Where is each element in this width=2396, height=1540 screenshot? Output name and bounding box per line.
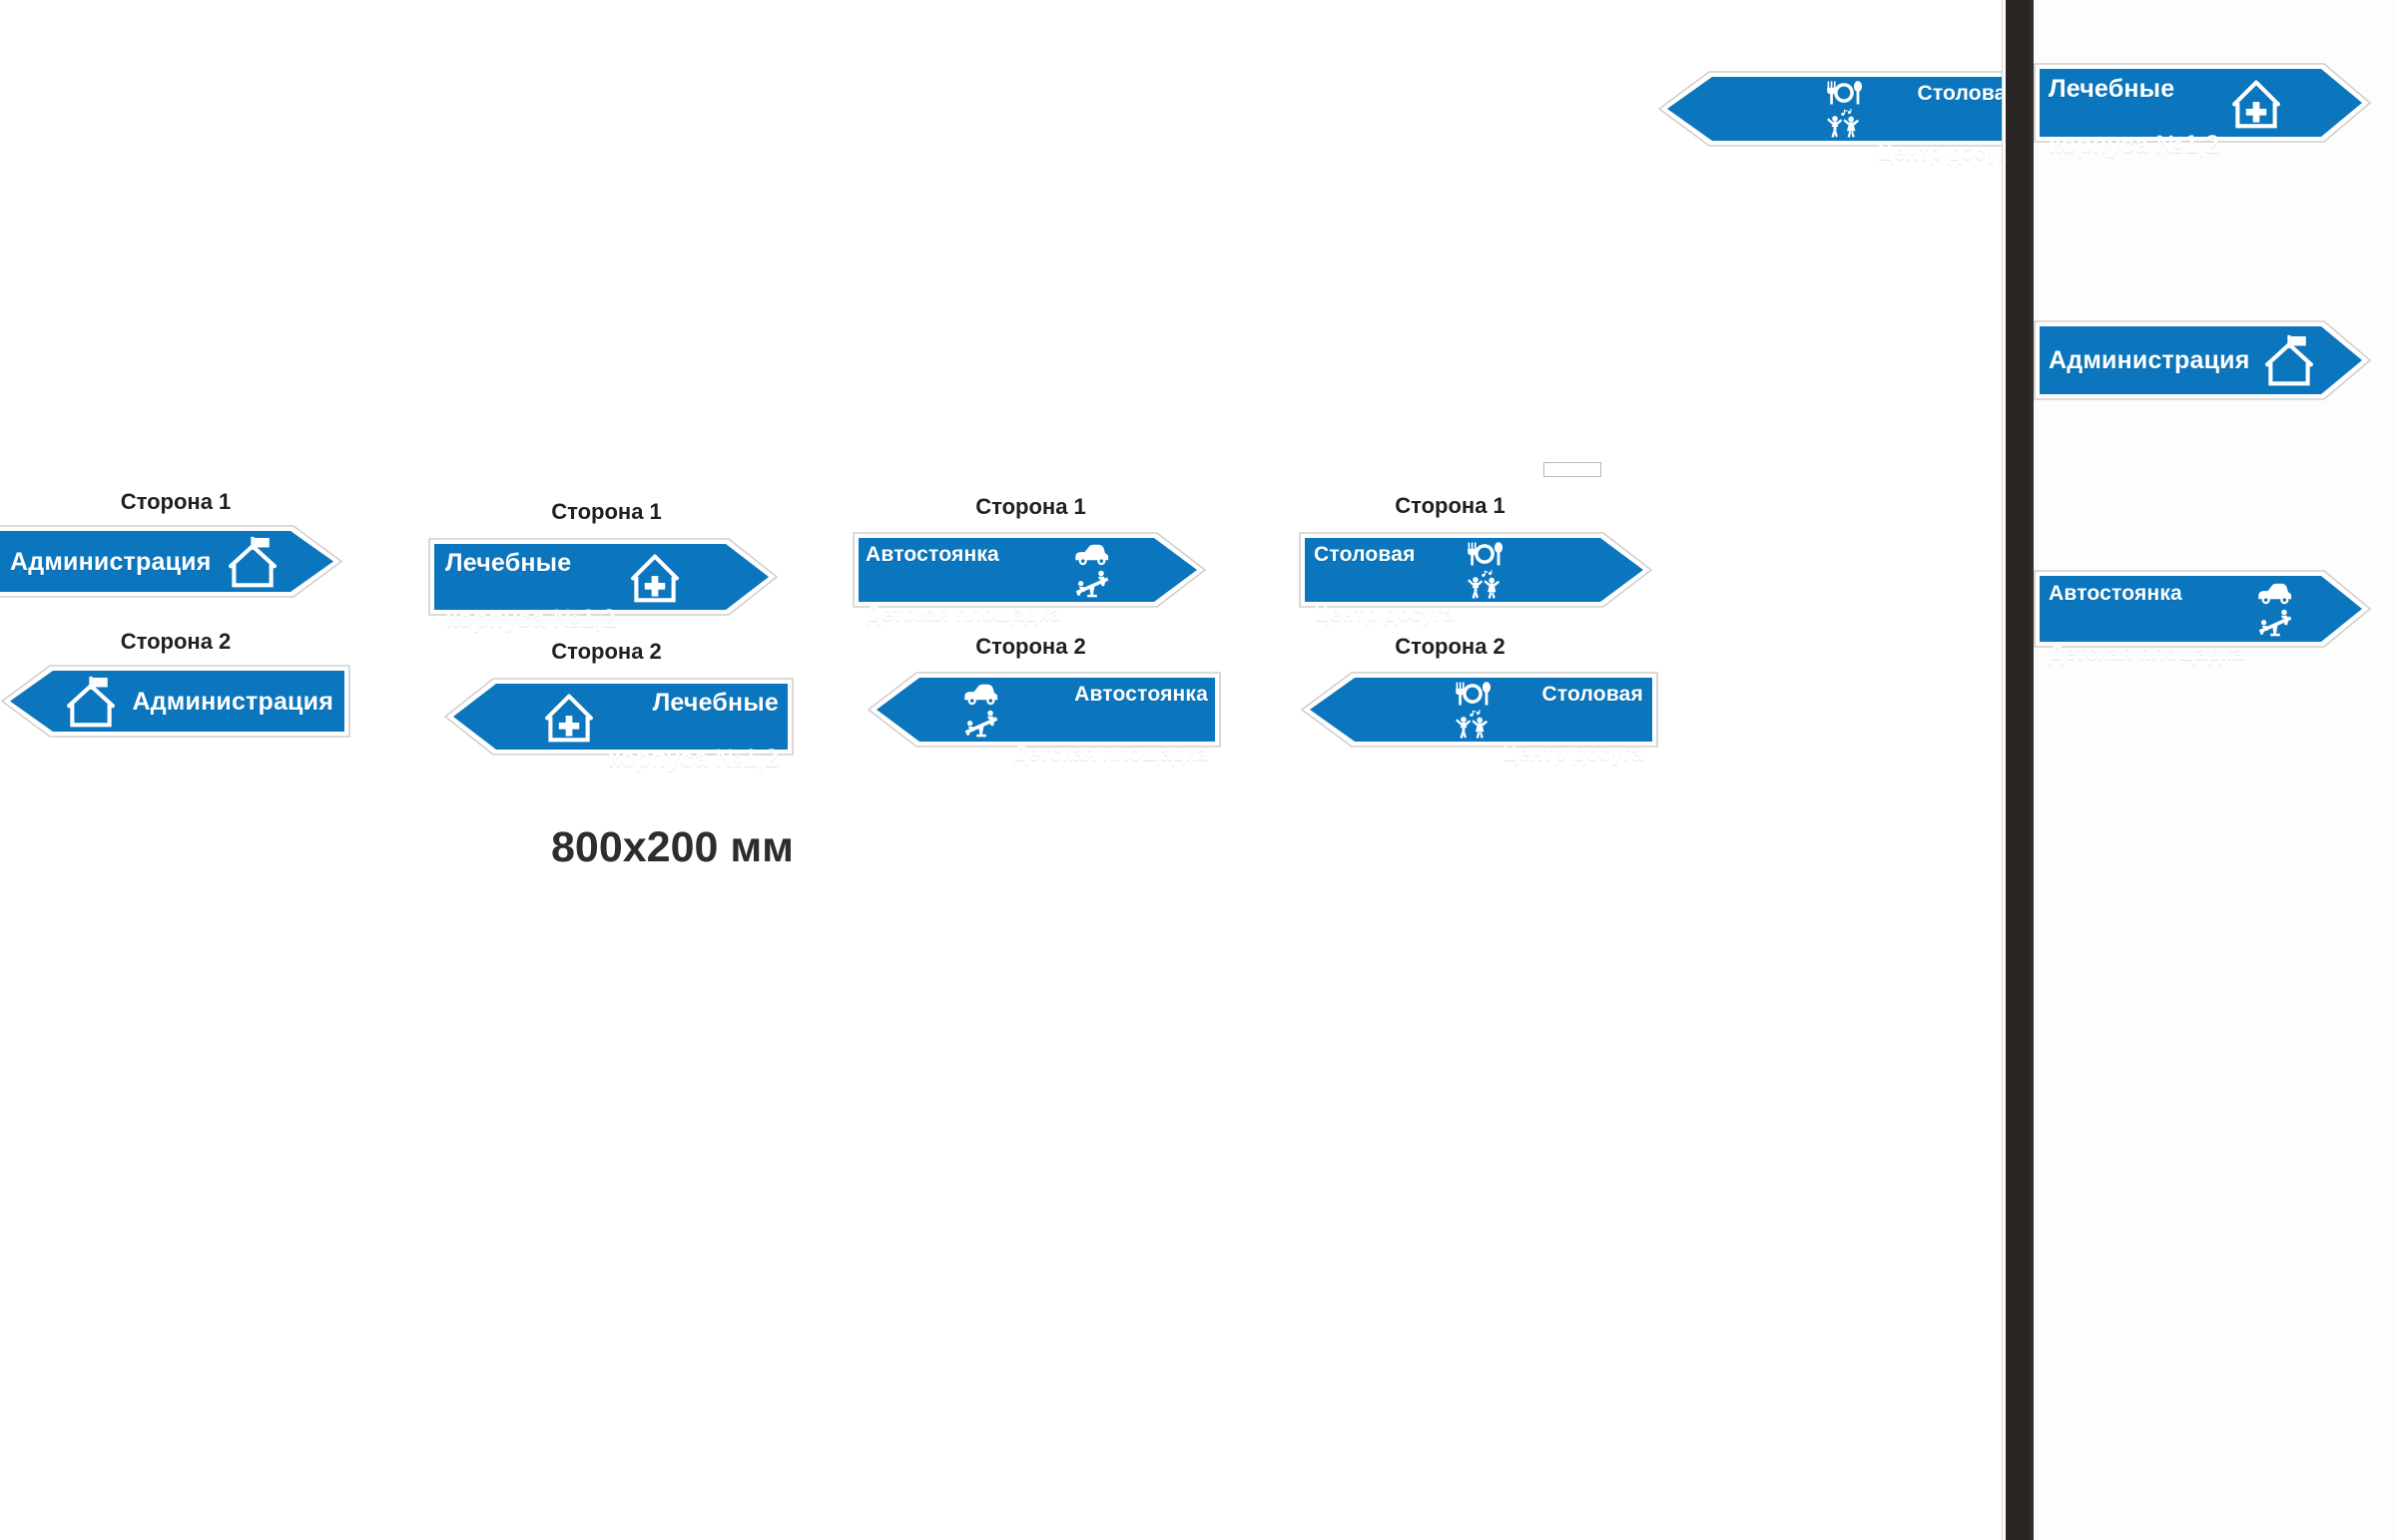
- car-icon: [964, 684, 998, 706]
- sign-icon-group: [228, 535, 278, 589]
- photo-sign-medical-right[interactable]: Лечебные корпуса №1,2: [2033, 62, 2372, 159]
- sign-line-1: Автостоянка: [866, 542, 999, 566]
- sign-shape-right: [2034, 63, 2372, 143]
- house-flag-icon: [66, 675, 116, 729]
- sign-shape-right: [2034, 320, 2372, 400]
- sign-line-1: Автостоянка: [2049, 581, 2182, 605]
- dancing-people-icon: [1456, 710, 1489, 739]
- sign-line-2: Детская площадка: [2049, 642, 2244, 666]
- sign-line-2: Центр досуга: [1878, 142, 2019, 166]
- sign-label-text: Администрация: [132, 687, 333, 716]
- car-icon: [1074, 544, 1108, 566]
- sign-label-text: Столовая Центр досуга: [1502, 649, 1643, 770]
- sign-administration-side-2[interactable]: Администрация: [0, 664, 351, 739]
- sign-shape-right: [853, 532, 1207, 608]
- sign-parking-side-2[interactable]: Автостоянка Детская площадка: [867, 671, 1222, 766]
- sign-label-text: Администрация: [10, 547, 212, 576]
- cutlery-plate-icon: [1456, 682, 1492, 706]
- sign-icon-group: [2231, 76, 2281, 130]
- sign-shape-right: [1299, 532, 1653, 608]
- group-3-side-1-label: Сторона 1: [975, 494, 1086, 519]
- sign-shape-left: [867, 672, 1221, 748]
- sign-icon-group: [960, 681, 1002, 739]
- sign-icon-group: [2264, 333, 2314, 387]
- sign-medical-side-2[interactable]: Лечебные корпуса №1,2: [435, 677, 795, 772]
- stray-rectangle-artifact: [1543, 462, 1601, 477]
- sign-line-2: Центр досуга: [1314, 603, 1455, 627]
- sign-label-text: Столовая Центр досуга: [1878, 48, 2019, 170]
- house-flag-icon: [228, 535, 278, 589]
- group-1-side-2-label: Сторона 2: [120, 629, 232, 654]
- dimension-label: 800x200 мм: [551, 823, 794, 871]
- sign-line-2: Детская площадка: [1012, 743, 1208, 767]
- photo-mockup-panel: Лечебные корпуса №1,2 Администрация: [2002, 0, 2396, 1540]
- sign-line-1: Лечебные: [2049, 75, 2175, 103]
- sign-line-1: Столовая: [1314, 542, 1416, 566]
- cutlery-plate-icon: [1827, 81, 1863, 105]
- group-4-side-2-label: Сторона 2: [1395, 634, 1505, 659]
- sign-line-1: Автостоянка: [1074, 682, 1208, 706]
- seesaw-icon: [2258, 609, 2291, 637]
- car-icon: [2257, 583, 2291, 605]
- sign-canteen-side-2[interactable]: Столовая Центр досуга: [1300, 671, 1659, 766]
- sign-icon-group: [1071, 541, 1113, 599]
- sign-label-text: Лечебные корпуса №1,2: [2049, 47, 2219, 159]
- photo-sign-parking-right[interactable]: Автостоянка Детская площадка: [2033, 569, 2372, 665]
- sign-administration-side-1[interactable]: Администрация: [0, 524, 343, 599]
- sign-line-2: Центр досуга: [1502, 743, 1643, 767]
- sign-icon-group: [630, 550, 680, 604]
- house-flag-icon: [2264, 333, 2314, 387]
- group-2-side-1-label: Сторона 1: [551, 499, 662, 524]
- photo-sign-administration-right[interactable]: Администрация: [2033, 319, 2372, 401]
- sign-label-text: Автостоянка Детская площадка: [866, 509, 1061, 631]
- sign-line-1: Лечебные: [445, 549, 572, 577]
- sign-label-text: Автостоянка Детская площадка: [2049, 548, 2244, 670]
- group-4-side-1-label: Сторона 1: [1395, 493, 1505, 518]
- seesaw-icon: [1075, 570, 1108, 598]
- group-3-side-2-label: Сторона 2: [975, 634, 1086, 659]
- sign-label-text: Столовая Центр досуга: [1314, 509, 1455, 631]
- sign-pole: [2006, 0, 2034, 1540]
- sign-icon-group: [1465, 540, 1504, 600]
- house-cross-icon: [2231, 76, 2281, 130]
- sign-icon-group: [1824, 79, 1864, 139]
- sign-icon-group: [544, 690, 594, 744]
- dancing-people-icon: [1827, 109, 1860, 138]
- sign-medical-side-1[interactable]: Лечебные корпуса №1,2: [427, 537, 779, 633]
- sign-label-text: Лечебные корпуса №1,2: [608, 661, 779, 772]
- sign-line-2: корпуса №1,2: [607, 745, 779, 772]
- sign-label-text: Лечебные корпуса №1,2: [445, 521, 616, 633]
- sign-shape-left: [443, 678, 794, 756]
- sign-label-text: Автостоянка Детская площадка: [1012, 649, 1208, 770]
- cutlery-plate-icon: [1468, 542, 1503, 566]
- sign-canteen-side-1[interactable]: Столовая Центр досуга: [1298, 531, 1653, 626]
- sign-line-1: Лечебные: [652, 689, 779, 717]
- sign-line-2: Детская площадка: [866, 603, 1061, 627]
- sign-line-1: Столовая: [1917, 81, 2019, 105]
- sign-icon-group: [1453, 680, 1493, 740]
- house-cross-icon: [544, 690, 594, 744]
- seesaw-icon: [965, 710, 998, 738]
- sign-parking-side-1[interactable]: Автостоянка Детская площадка: [852, 531, 1207, 626]
- sign-icon-group: [66, 675, 116, 729]
- sign-shape-right: [428, 538, 779, 616]
- house-cross-icon: [630, 550, 680, 604]
- sign-icon-group: [2254, 580, 2296, 638]
- group-2-side-2-label: Сторона 2: [551, 639, 662, 664]
- photo-sign-canteen-leisure-left[interactable]: Столовая Центр досуга: [1657, 70, 2037, 165]
- group-1-side-1-label: Сторона 1: [120, 489, 232, 514]
- sign-label-text: Администрация: [2049, 346, 2250, 374]
- sign-line-2: корпуса №1,2: [445, 605, 617, 633]
- sign-line-2: корпуса №1,2: [2049, 131, 2220, 159]
- sign-shape-left: [1657, 71, 2036, 147]
- dancing-people-icon: [1468, 570, 1499, 599]
- sign-line-1: Столовая: [1541, 682, 1643, 706]
